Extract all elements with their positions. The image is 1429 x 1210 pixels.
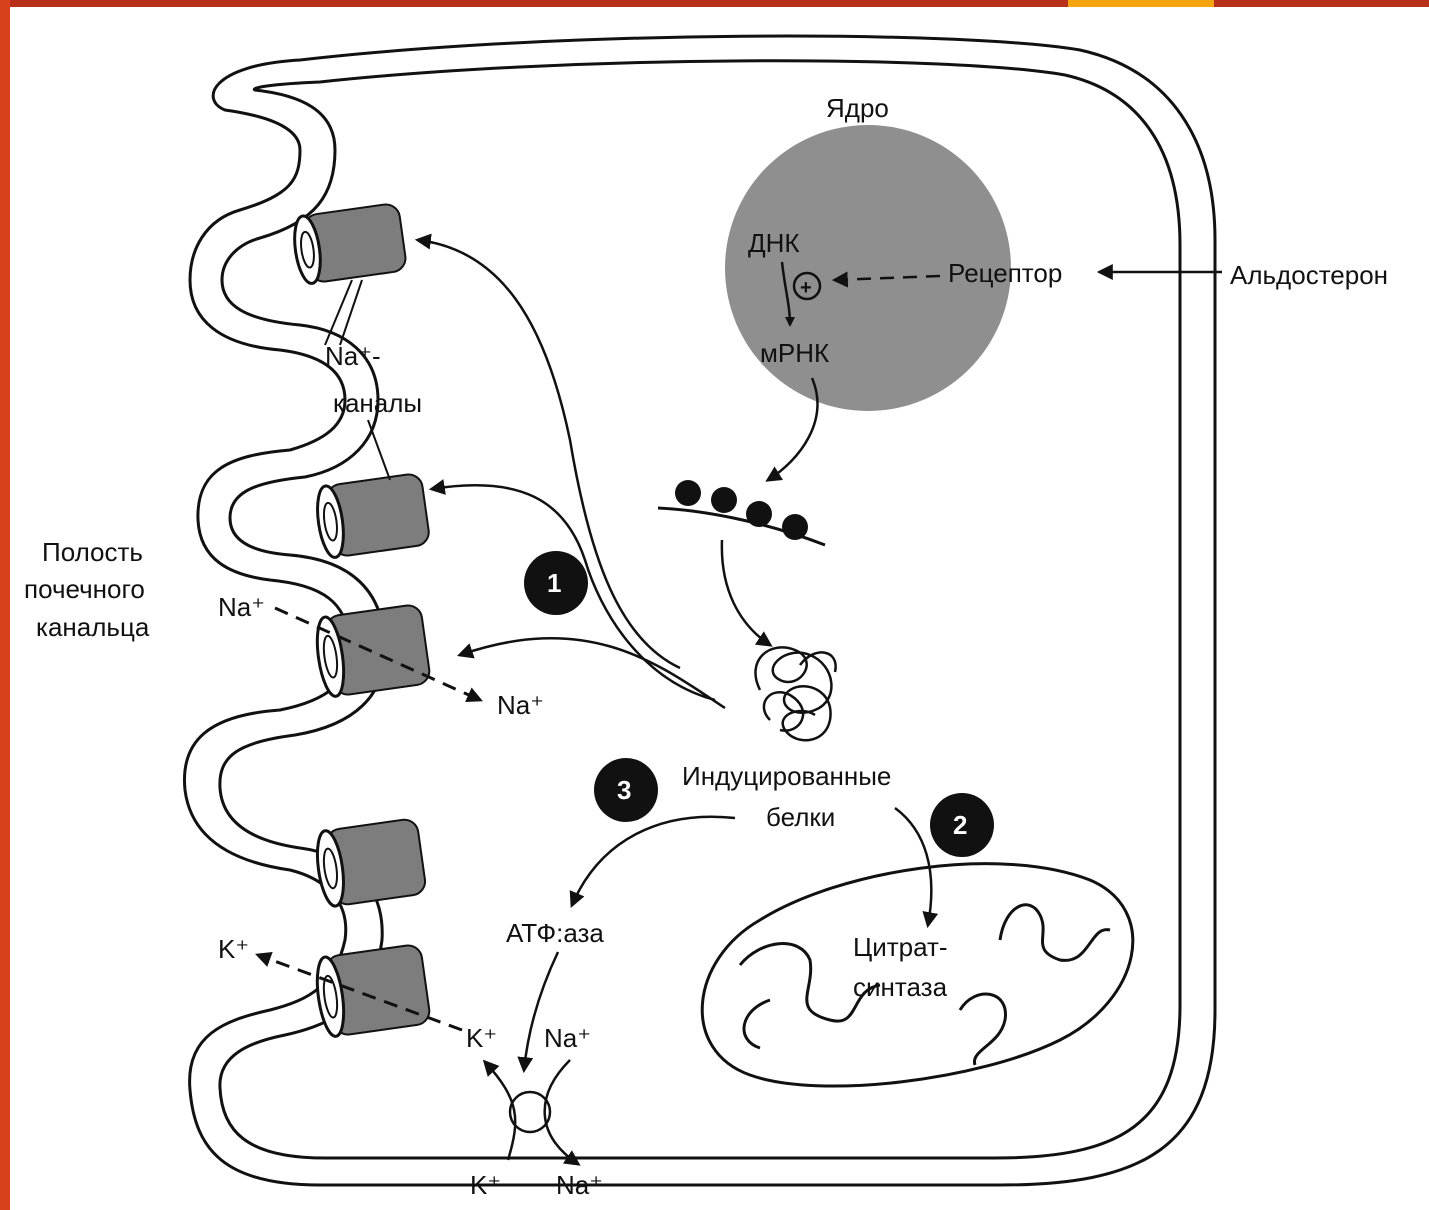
step-badge-1: 1 [524,551,588,615]
step-badge-2: 2 [930,793,994,857]
k-bottom-label: K⁺ [470,1170,501,1200]
na-channels-label-line1: Na⁺- [325,341,381,371]
ribosome [746,501,772,527]
pump-arrows [485,1060,578,1164]
mrna-label: мРНК [760,338,829,368]
frame-top-accent [1068,0,1214,7]
atpase-label: АТФ:аза [506,918,604,948]
ribosome [782,514,808,540]
protein-to-atpase-arrow [572,817,735,905]
citrate-synthase-label-line1: Цитрат- [853,932,948,962]
na-channel [313,818,427,908]
na-channel [314,473,431,559]
polysome [658,480,825,545]
svg-text:2: 2 [953,810,967,840]
receptor-label: Рецептор [948,258,1062,288]
ribosome [675,480,701,506]
k-channel [313,944,431,1038]
induced-protein-coil [755,647,835,740]
induced-proteins-label-line2: белки [766,802,835,832]
nucleus-label: Ядро [826,93,889,123]
svg-text:3: 3 [617,775,631,805]
frame-top-bar [0,0,1429,7]
na-bottom-label: Na⁺ [556,1170,603,1200]
na-in-label: Na⁺ [218,592,265,622]
na-channels-label-line2: каналы [333,388,422,418]
lumen-label-line1: Полость [42,537,143,567]
lumen-label-line3: канальца [36,612,150,642]
induced-proteins-label-line1: Индуцированные [682,761,891,791]
k-pump-label: K⁺ [466,1023,497,1053]
dna-label: ДНК [748,228,800,258]
na-pump-label: Na⁺ [544,1023,591,1053]
na-out-label: Na⁺ [497,690,544,720]
svg-text:1: 1 [547,568,561,598]
plus-icon: + [800,277,812,299]
step-badge-3: 3 [594,758,658,822]
lumen-label-line2: почечного [24,574,145,604]
na-channel [313,604,431,698]
citrate-synthase-label-line2: синтаза [853,972,948,1002]
ribosome [711,487,737,513]
k-out-label: K⁺ [218,934,249,964]
aldosterone-label: Альдостерон [1230,260,1388,290]
ribosome-to-protein-arrow [722,540,770,645]
frame-left-bar [0,0,10,1210]
